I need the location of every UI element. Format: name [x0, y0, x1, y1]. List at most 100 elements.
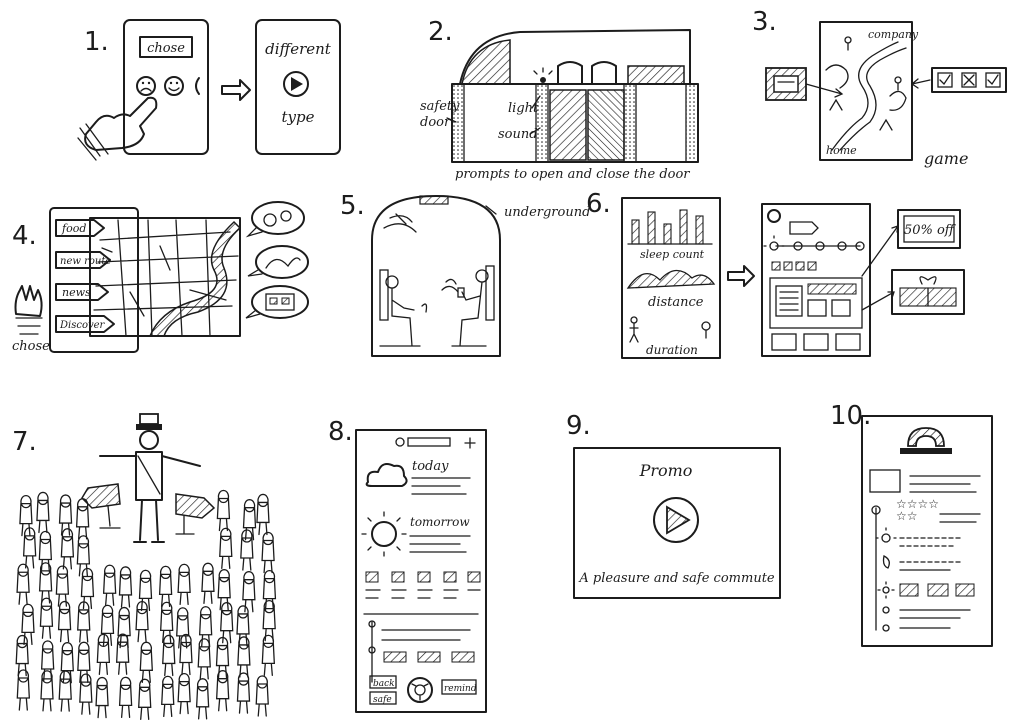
phone-frame-type — [255, 19, 341, 155]
panel-1-mood-selection: 1. chose different type — [77, 19, 341, 161]
crowd-person — [57, 600, 72, 643]
crowd-person — [177, 563, 191, 606]
crowd-person — [80, 567, 95, 610]
direction-sign-left — [81, 483, 121, 529]
play-button-icon[interactable] — [653, 497, 699, 543]
panel-number-6: 6. — [586, 189, 611, 219]
home-label: home — [826, 144, 857, 157]
svg-text:remind: remind — [444, 684, 477, 694]
neutral-face-icon[interactable] — [195, 77, 200, 95]
crowd-person — [139, 641, 153, 683]
add-icon[interactable] — [464, 437, 476, 449]
menu-tab-food[interactable]: food — [55, 219, 105, 237]
crowd-person — [40, 670, 54, 712]
crowd-person — [100, 604, 115, 647]
crowd-person — [162, 634, 176, 677]
crowd-person — [138, 678, 152, 720]
direction-sign-right — [175, 493, 216, 535]
crowd-person — [255, 675, 269, 717]
navigation-button[interactable] — [407, 677, 433, 703]
crowd-person — [60, 528, 75, 570]
panel-7-guide-crowd: 7. — [12, 413, 277, 720]
river — [148, 220, 242, 337]
guide-figure — [99, 413, 201, 543]
moon-icon — [882, 555, 890, 569]
crowd-person — [220, 602, 234, 644]
crowd-person — [261, 531, 275, 574]
panel-4-route-map: 4. food new route news Discover chose — [12, 201, 309, 354]
cloud-icon — [365, 463, 408, 487]
crowd-person — [60, 642, 74, 684]
crowd-person — [179, 633, 193, 676]
treasure-chest-icon — [765, 67, 807, 101]
crowd — [15, 489, 277, 720]
back-button[interactable]: back — [369, 675, 397, 689]
panel-number-7: 7. — [12, 427, 37, 457]
arrow-right-icon — [221, 79, 251, 101]
crowd-person — [102, 564, 117, 606]
crowd-person — [36, 491, 50, 534]
crowd-person — [262, 599, 276, 642]
crowd-person — [261, 634, 276, 677]
discount-coupon[interactable] — [897, 209, 961, 249]
location-pin-icon — [844, 36, 902, 91]
route-bubble-icon — [247, 245, 309, 279]
crowd-person — [236, 672, 251, 714]
crowd-person — [195, 678, 210, 720]
phone-frame-mood — [123, 19, 209, 155]
offers-phone-frame — [761, 203, 871, 357]
crowd-person — [77, 601, 91, 643]
remind-button[interactable]: remind — [441, 679, 477, 695]
promo-title: Promo — [639, 461, 693, 480]
panel-3-route-game: 3. company home game — [752, 7, 1007, 168]
gift-card[interactable] — [891, 269, 965, 315]
svg-text:safe: safe — [373, 695, 392, 705]
panel-number-4: 4. — [12, 221, 37, 251]
duration-label: duration — [646, 343, 698, 357]
panel-8-weather-app: 8. today tomorrow back — [328, 417, 487, 713]
safe-button[interactable]: safe — [369, 691, 397, 705]
sad-face-icon[interactable] — [136, 76, 156, 96]
safety-door-left — [451, 83, 465, 163]
crowd-person — [117, 606, 131, 649]
crowd-person — [138, 569, 153, 612]
star-rating-icon: ☆☆☆☆ ☆☆ — [896, 497, 939, 523]
svg-text:news: news — [62, 286, 91, 299]
light-label: light — [508, 101, 539, 116]
svg-text:back: back — [373, 679, 395, 689]
profile-photo — [869, 469, 901, 493]
panel-number-2: 2. — [428, 17, 453, 47]
signal-box-icon — [419, 195, 449, 205]
crowd-person — [215, 636, 230, 679]
search-bar[interactable] — [407, 437, 451, 447]
crowd-person — [75, 498, 90, 540]
door-label: door — [420, 115, 451, 130]
news-bubble-icon — [245, 285, 309, 319]
crowd-person — [197, 638, 211, 680]
crowd-person — [240, 529, 254, 571]
crowd-person — [39, 597, 54, 639]
panel-2-safety-door: 2. safety door light sound prompts to op… — [420, 17, 699, 182]
crowd-person — [76, 535, 91, 577]
crowd-person — [161, 675, 175, 718]
svg-text:☆☆: ☆☆ — [896, 509, 918, 523]
svg-text:new route: new route — [60, 256, 111, 267]
crowd-person — [38, 530, 53, 573]
menu-tab-new-route[interactable]: new route — [55, 251, 111, 269]
sun-icon — [875, 527, 897, 543]
sun-icon — [361, 511, 407, 557]
panel-number-3: 3. — [752, 7, 777, 37]
location-pin-icon — [701, 321, 711, 339]
happy-face-icon[interactable] — [164, 76, 184, 96]
panel-number-5: 5. — [340, 191, 365, 221]
crowd-person — [217, 569, 231, 611]
panel-number-9: 9. — [566, 411, 591, 441]
flower-icon — [882, 606, 890, 614]
avatar-icon — [767, 209, 781, 223]
play-button-icon[interactable] — [283, 71, 309, 97]
menu-tab-discover[interactable]: Discover — [55, 315, 115, 333]
menu-tab-news[interactable]: news — [55, 283, 109, 301]
panel-number-1: 1. — [84, 27, 109, 57]
different-label: different — [265, 40, 332, 58]
